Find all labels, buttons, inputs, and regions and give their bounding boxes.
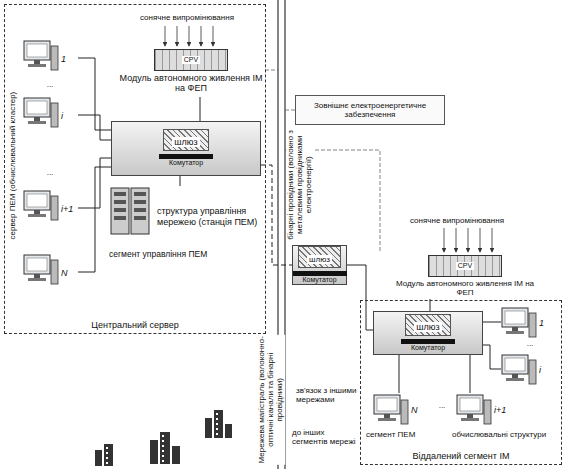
segment-region: Віддалений сегмент ІМ шлюзКомутатор 1 iNi+1 <box>360 300 562 465</box>
annotation-label: сонячне випромінювання <box>410 216 520 225</box>
computer-node: 1 <box>501 306 556 340</box>
ellipsis-mark: ... <box>40 80 60 89</box>
segment-region: Центральний сервер 1 i i+1N CPV Модуль автоно… <box>4 4 266 334</box>
ellipsis-mark: ... <box>40 168 60 177</box>
connector-line <box>200 97 201 121</box>
gateway-switch: шлюзКомутатор <box>111 121 261 176</box>
computer-node: N <box>373 393 428 427</box>
computer-icon <box>373 394 409 426</box>
computer-node: i <box>23 96 78 136</box>
connector-line <box>470 355 471 393</box>
node-text: Віддалений сегмент ІМ <box>413 451 510 461</box>
solar-power-module: CPV Модуль автономного живлення ІМ на ФЕП <box>390 255 540 299</box>
node-text: Центральний сервер <box>91 320 178 330</box>
solar-panel: CPV <box>428 255 502 277</box>
gateway-switch: шлюзКомутатор <box>292 245 347 285</box>
connector-line <box>78 115 111 140</box>
computer-icon <box>456 394 492 426</box>
node-text: Комутатор <box>169 159 203 167</box>
node-text: сегмент управління ПЕМ <box>109 250 259 271</box>
node-text: i+1 <box>494 405 506 415</box>
computer-node: i <box>501 353 556 387</box>
annotation-label: обчислювальні структури <box>452 430 552 439</box>
node-text: Модуль автономного живлення ІМ на ФЕП <box>116 73 266 94</box>
computer-icon <box>501 354 537 386</box>
node-text: CPV <box>182 56 200 64</box>
annotation-label: до інших сегментів мережі <box>292 428 358 446</box>
computer-icon <box>501 307 537 339</box>
switch-block: Комутатор <box>401 339 455 352</box>
switch-bar <box>293 271 347 276</box>
computer-icon <box>23 97 59 129</box>
ellipsis-mark: ... <box>432 401 452 410</box>
node-text: N <box>61 268 68 278</box>
switch-block: Комутатор <box>293 271 347 284</box>
gateway-block: шлюз <box>163 129 208 151</box>
computer-node: 1 <box>23 39 78 79</box>
connector-line <box>483 322 501 323</box>
node-text: i+1 <box>61 204 73 214</box>
node-text: Зовнішнє електроенергетичне забезпечення <box>300 101 440 119</box>
annotation-label: зв'язок з іншими мережами <box>296 386 358 404</box>
computer-node: N <box>23 253 78 293</box>
node-text: CPV <box>456 262 474 270</box>
connector-line <box>483 345 501 369</box>
node-text: шлюз <box>172 137 199 147</box>
node-text: шлюз <box>307 255 332 264</box>
switch-bar <box>159 154 213 159</box>
gateway-switch: шлюзКомутатор <box>373 311 483 355</box>
solar-panel: CPV <box>154 49 228 71</box>
switch-block: Комутатор <box>159 154 213 167</box>
node-text: N <box>411 405 418 415</box>
computer-icon <box>23 254 59 286</box>
gateway-block: шлюз <box>298 246 341 268</box>
annotation-label: Мережева магістраль (волоконно-оптичні к… <box>257 335 285 465</box>
connector-line <box>399 355 400 393</box>
node-text: Комутатор <box>302 276 336 284</box>
annotation-label: сервер ПЕМ (обчислювальний кластер) <box>8 65 17 265</box>
ellipsis-mark: ... <box>520 339 540 348</box>
computer-node: i+1 <box>456 393 511 427</box>
switch-bar <box>401 339 455 344</box>
connector-line <box>78 58 111 130</box>
node-text: i <box>539 365 541 375</box>
node-text: i <box>61 111 63 121</box>
server-rack-icon <box>109 186 153 236</box>
node-text: Комутатор <box>411 344 445 352</box>
connector-line <box>180 176 181 186</box>
gateway-block: шлюз <box>405 314 450 336</box>
node-text: структура управління мережею (станція ПЕ… <box>157 206 259 227</box>
node-text: 1 <box>539 318 544 328</box>
annotation-label: сонячне випромінювання <box>140 13 250 22</box>
buildings <box>95 410 232 466</box>
process-box: Зовнішнє електроенергетичне забезпечення <box>295 95 445 125</box>
computer-icon <box>23 190 59 222</box>
annotation-label: сегмент ПЕМ <box>366 430 436 439</box>
node-text: 1 <box>61 54 66 64</box>
annotation-label: бінарні провідники (волокно з металевими… <box>286 130 314 240</box>
connector-line <box>78 167 111 272</box>
computer-node: i+1 <box>23 189 78 229</box>
node-text: Модуль автономного живлення ІМ на ФЕП <box>390 279 540 297</box>
computer-icon <box>23 40 59 72</box>
solar-power-module: CPV Модуль автономного живлення ІМ на ФЕП <box>116 49 266 97</box>
management-station: структура управління мережею (станція ПЕ… <box>109 186 259 271</box>
node-text: шлюз <box>414 322 441 332</box>
building-windows <box>106 413 218 464</box>
